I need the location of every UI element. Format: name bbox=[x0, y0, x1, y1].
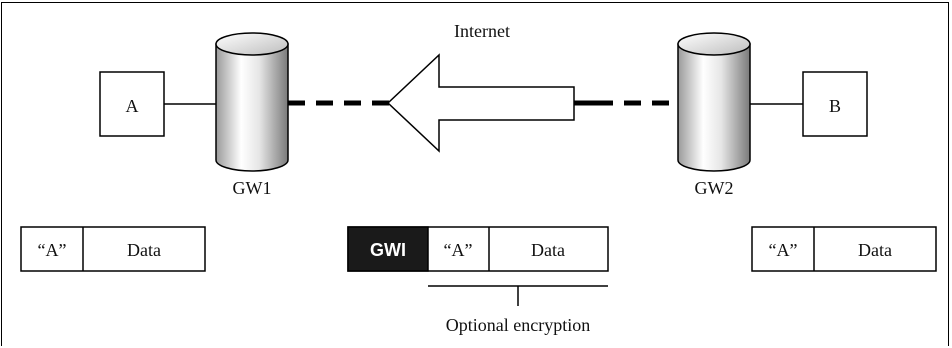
packet-middle-data: Data bbox=[531, 240, 565, 260]
gw1-label: GW1 bbox=[233, 178, 272, 198]
packet-right-data: Data bbox=[858, 240, 892, 260]
packet-left-data: Data bbox=[127, 240, 161, 260]
host-b-label: B bbox=[829, 96, 841, 116]
gw-header-block bbox=[347, 226, 429, 272]
packet-middle bbox=[347, 226, 609, 272]
host-b-box bbox=[802, 71, 868, 137]
packet-middle-addr: “A” bbox=[444, 240, 473, 260]
packet-right-addr: “A” bbox=[769, 240, 798, 260]
gw2-label: GW2 bbox=[695, 178, 734, 198]
gw1-cylinder bbox=[215, 32, 289, 172]
encryption-label: Optional encryption bbox=[446, 315, 590, 335]
packet-middle-header: GWI bbox=[370, 240, 406, 260]
packet-right bbox=[751, 226, 937, 272]
gw2-cylinder bbox=[677, 32, 751, 172]
internet-label: Internet bbox=[454, 21, 510, 41]
encryption-bracket bbox=[428, 285, 608, 306]
host-a-label: A bbox=[126, 96, 139, 116]
packet-left-addr: “A” bbox=[38, 240, 67, 260]
direction-arrow bbox=[386, 53, 575, 153]
packet-left bbox=[20, 226, 206, 272]
